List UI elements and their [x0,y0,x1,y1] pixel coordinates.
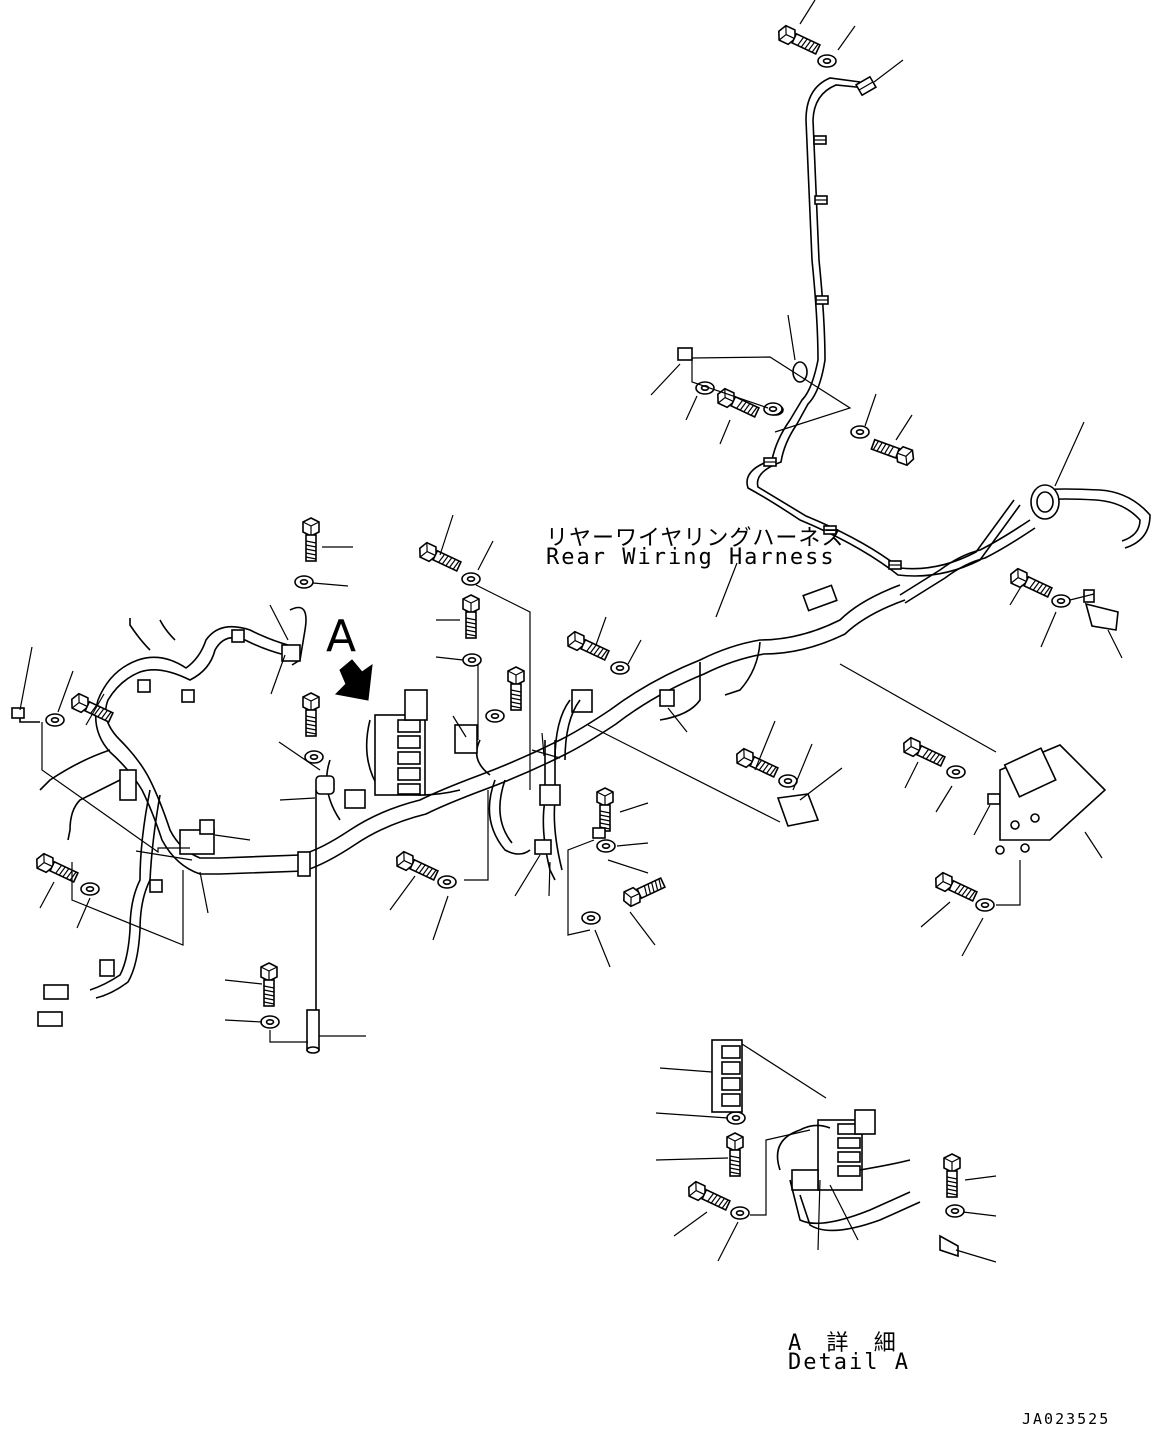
leader-lines [19,0,1123,1263]
detail-a-assembly [711,1039,921,1232]
drawing-code: JA023525 [1022,1410,1111,1428]
hardware-parts [32,23,1119,1258]
main-harness [219,584,906,881]
view-direction-arrow-icon [334,659,373,701]
clamp-icon [306,775,335,1054]
left-harness-cluster [11,606,307,1027]
washer-icon [45,54,1071,1220]
valve-connector-bundle [325,689,593,821]
hex-bolt-icon [32,23,1054,1214]
detail-title-japanese: A 詳 細 [788,1331,902,1356]
view-marker-label: A [326,611,357,662]
bracket-icon [592,347,1119,1258]
detail-title-english: Detail A [788,1350,910,1375]
harness-title-japanese: リヤーワイヤリングハーネス [546,526,845,551]
harness-title-english: Rear Wiring Harness [546,545,836,570]
